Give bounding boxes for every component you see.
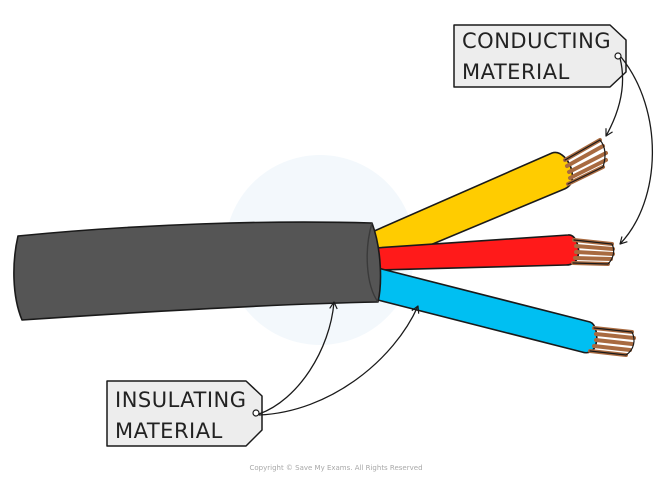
arrow-to-yellow-copper <box>605 57 624 137</box>
outer-sheath <box>13 221 382 321</box>
conducting-label-tag: CONDUCTING MATERIAL <box>453 24 627 88</box>
copyright-text: Copyright © Save My Exams. All Rights Re… <box>249 464 422 472</box>
arrow-to-blue-insulation <box>258 305 420 416</box>
arrows <box>258 56 653 416</box>
arrow-to-red-copper <box>619 56 653 245</box>
yellow-wire <box>371 138 608 267</box>
conducting-label-line1: CONDUCTING <box>462 29 611 53</box>
red-wire <box>374 234 615 271</box>
insulating-tag-hole <box>252 409 260 417</box>
conducting-label-line2: MATERIAL <box>462 60 570 84</box>
arrow-to-sheath <box>258 301 338 415</box>
copper-strands-yellow <box>563 138 608 186</box>
insulating-label-tag: INSULATING MATERIAL <box>106 380 263 447</box>
blue-wire <box>377 267 636 357</box>
insulating-label-line2: MATERIAL <box>115 419 223 443</box>
conducting-tag-hole <box>614 52 622 60</box>
insulating-label-line1: INSULATING <box>115 388 247 412</box>
